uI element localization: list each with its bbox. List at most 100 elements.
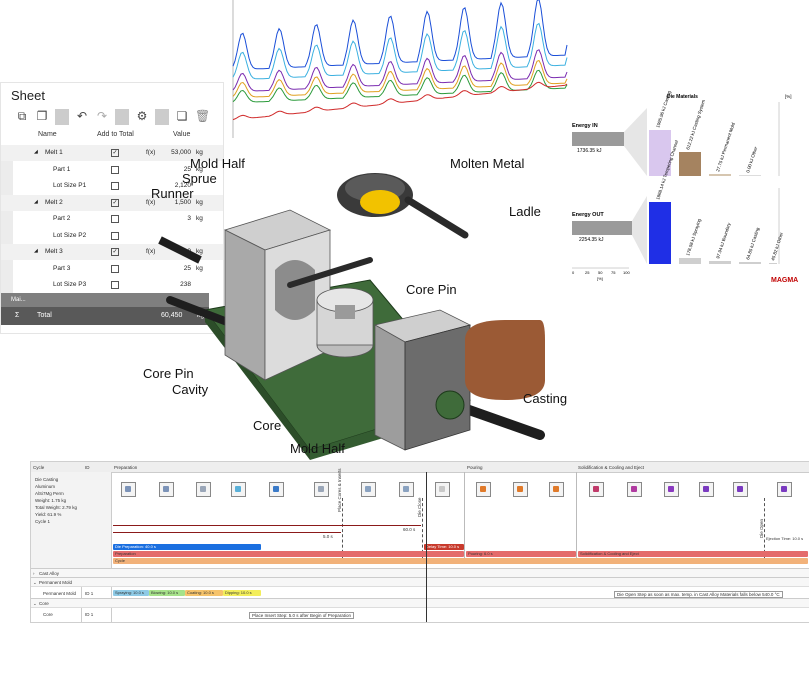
process-step-icon[interactable] bbox=[627, 482, 642, 497]
add-to-total-checkbox[interactable] bbox=[111, 165, 119, 174]
timeline-header: Cycle ID Preparation Pouring Solidificat… bbox=[31, 462, 809, 473]
process-step-icon[interactable] bbox=[159, 482, 174, 497]
total-label: Total bbox=[37, 312, 52, 319]
process-step-icon[interactable] bbox=[549, 482, 564, 497]
process-step-icon[interactable] bbox=[476, 482, 491, 497]
bar-solidification[interactable]: Solidification & Cooling and Eject bbox=[578, 551, 808, 557]
add-to-total-checkbox[interactable] bbox=[111, 182, 119, 190]
bar-die-preparation[interactable]: Die Preparation: 40.0 s bbox=[113, 544, 261, 550]
cycle-info-line: AlSi7Mg Perm bbox=[35, 491, 64, 496]
expand-triangle-icon[interactable]: ◢ bbox=[34, 198, 38, 205]
add-to-total-checkbox[interactable] bbox=[111, 215, 119, 223]
copy-icon[interactable]: ❏ bbox=[176, 109, 188, 123]
process-step-icon[interactable] bbox=[777, 482, 792, 497]
process-step-icon[interactable] bbox=[361, 482, 376, 497]
duplicate-row-icon[interactable]: ❐ bbox=[36, 109, 48, 123]
add-row-icon[interactable]: ⧉ bbox=[17, 109, 27, 123]
process-step-icon[interactable] bbox=[589, 482, 604, 497]
process-step-icon[interactable] bbox=[664, 482, 679, 497]
label-mold-half-top: Mold Half bbox=[190, 156, 245, 171]
undo-icon[interactable]: ↶ bbox=[76, 109, 88, 123]
expand-triangle-icon[interactable]: ◢ bbox=[34, 248, 38, 254]
section-cast-alloy[interactable]: › Cast Alloy bbox=[31, 568, 809, 578]
process-step-icon[interactable] bbox=[513, 482, 528, 497]
sheet-row[interactable]: Lot Size P2 bbox=[1, 228, 223, 244]
row-unit: kg bbox=[196, 215, 203, 222]
add-to-total-checkbox[interactable]: ✓ bbox=[111, 149, 119, 157]
cycle-info-line: Aluminum bbox=[35, 484, 56, 489]
bar-blowing[interactable]: Blowing: 10.0 s bbox=[149, 590, 185, 596]
curve-line bbox=[232, 81, 568, 121]
row-value[interactable]: 1,500 bbox=[174, 198, 191, 206]
bar-coating[interactable]: Coating: 10.0 s bbox=[185, 590, 223, 596]
core-note: Place Insert Step: 5.0 s after Begin of … bbox=[249, 612, 355, 619]
formula-icon[interactable]: f(x) bbox=[146, 248, 156, 255]
out-bar-tempering bbox=[649, 202, 671, 264]
label-mold-half-bottom: Mold Half bbox=[290, 441, 345, 456]
process-step-icon[interactable] bbox=[231, 482, 246, 497]
section-core[interactable]: ⌄Core bbox=[31, 598, 809, 608]
row-value[interactable]: 3 bbox=[187, 215, 191, 222]
process-step-icon[interactable] bbox=[269, 482, 284, 497]
add-to-total-checkbox[interactable]: ✓ bbox=[111, 248, 119, 256]
marker-die-open: Die Open bbox=[759, 518, 764, 538]
settings-icon[interactable]: ⚙ bbox=[136, 109, 148, 123]
col-add-to-total: Add to Total bbox=[97, 131, 134, 138]
expand-triangle-icon[interactable]: ◢ bbox=[34, 149, 38, 155]
cycle-info-line: Weight: 1.75 kg bbox=[35, 498, 67, 503]
label-core-pin-left: Core Pin bbox=[143, 366, 194, 381]
formula-icon[interactable]: f(x) bbox=[146, 149, 156, 156]
bar-spraying[interactable]: Spraying: 10.0 s bbox=[113, 590, 149, 596]
add-to-total-checkbox[interactable]: ✓ bbox=[111, 198, 119, 207]
process-step-icon[interactable] bbox=[196, 482, 211, 497]
cycle-info-line: Cycle 1 bbox=[35, 519, 51, 524]
process-step-icon[interactable] bbox=[399, 482, 414, 497]
energy-title: Die Materials bbox=[667, 94, 698, 100]
redo-icon[interactable]: ↷ bbox=[96, 109, 108, 123]
bar-cycle[interactable]: Cycle bbox=[113, 558, 808, 564]
row-name: Part 1 bbox=[53, 165, 71, 173]
bar-preparation[interactable]: Preparation bbox=[113, 551, 464, 557]
process-step-icon[interactable] bbox=[699, 482, 714, 497]
add-to-total-checkbox[interactable] bbox=[111, 231, 119, 240]
svg-text:50: 50 bbox=[598, 270, 603, 275]
bar-dipping[interactable]: Dipping: 10.0 s bbox=[223, 590, 261, 596]
label-sprue: Sprue bbox=[182, 171, 217, 186]
row-value[interactable]: 25 bbox=[183, 165, 191, 173]
svg-text:0: 0 bbox=[572, 270, 575, 275]
process-step-icon[interactable] bbox=[314, 482, 329, 497]
process-step-icon[interactable] bbox=[733, 482, 748, 497]
perm-mold-note: Die Open Step as soon as max. temp. in C… bbox=[614, 591, 783, 598]
energy-out-value: 2254.35 kJ bbox=[579, 237, 604, 243]
sheet-panel: Sheet ⧉ ❐ ↶ ↷ ⚙ ❏ 🗑 Name Add to Total Va… bbox=[0, 82, 224, 334]
process-step-icon[interactable] bbox=[121, 482, 136, 497]
row-value[interactable]: 25 bbox=[183, 264, 191, 272]
sheet-title: Sheet bbox=[11, 88, 45, 103]
phase-solidification: Solidification & Cooling and Eject bbox=[578, 465, 645, 470]
process-step-icon[interactable] bbox=[435, 482, 450, 497]
delete-icon[interactable]: 🗑 bbox=[195, 109, 211, 123]
svg-text:97.94 kJ Boundary: 97.94 kJ Boundary bbox=[715, 221, 732, 259]
row-value[interactable]: 53,000 bbox=[171, 149, 191, 156]
formula-icon[interactable]: f(x) bbox=[146, 198, 156, 206]
energy-out-label: Energy OUT bbox=[572, 212, 604, 218]
temperature-curve-plot bbox=[232, 0, 568, 138]
add-to-total-checkbox[interactable] bbox=[111, 281, 119, 289]
label-ladle: Ladle bbox=[509, 204, 541, 219]
row-value[interactable]: 2,120 bbox=[174, 182, 191, 189]
svg-text:25: 25 bbox=[585, 270, 590, 275]
row-value[interactable]: 238 bbox=[180, 281, 191, 288]
bar-delay-time[interactable]: Delay Time: 10.0 s bbox=[424, 544, 464, 550]
add-to-total-checkbox[interactable] bbox=[111, 264, 119, 273]
col-name: Name bbox=[38, 131, 57, 138]
section-permanent-mold[interactable]: ⌄Permanent Mold bbox=[31, 577, 809, 587]
bar-pouring[interactable]: Pouring: 6.0 s bbox=[466, 551, 576, 557]
curve-line bbox=[232, 69, 568, 103]
